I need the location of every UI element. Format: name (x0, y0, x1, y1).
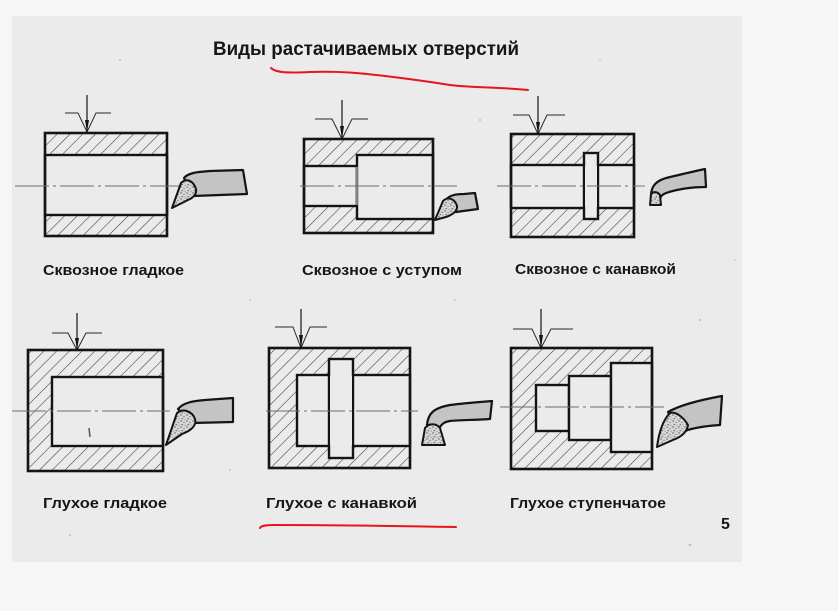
boring-tool-blind-icon (165, 396, 235, 446)
boring-tool-blind-icon (656, 394, 724, 448)
boring-tool-shoulder-icon (434, 191, 480, 221)
hatched-wall-bottom (45, 215, 167, 236)
paper-specks (69, 59, 736, 547)
figure-label: Сквозное с уступом (302, 263, 462, 279)
grooving-tool-icon (649, 167, 708, 206)
hatched-wall-top (45, 133, 167, 155)
workpiece-outline (267, 346, 412, 470)
figure-through-groove: Сквозное с канавкой (497, 96, 708, 278)
groove-bore-merge (330, 376, 352, 445)
blind-bore (50, 375, 165, 448)
figure-through-shoulder: Сквозное с уступом (300, 100, 480, 279)
figure-blind-groove: Глухое с канавкой (259, 309, 494, 529)
page-title: Виды растачиваемых отверстий (213, 39, 519, 60)
step-1-bore (534, 383, 571, 433)
bore (509, 163, 636, 210)
workpiece-outline (26, 348, 165, 473)
step-2-bore (567, 374, 613, 442)
large-bore-shoulder (355, 153, 435, 221)
workpiece-outline (509, 132, 636, 239)
scan-artifact (88, 427, 91, 438)
surface-finish-mark-icon (52, 313, 102, 352)
figure-label: Глухое с канавкой (266, 496, 417, 512)
step-3-bore (609, 361, 654, 454)
figure-label: Глухое гладкое (43, 496, 167, 512)
boring-tool-through-icon (171, 168, 249, 209)
surface-finish-mark-icon (315, 100, 368, 141)
figure-label: Сквозное гладкое (43, 263, 184, 279)
bore (43, 153, 169, 217)
figure-blind-stepped: Глухое ступенчатое (500, 309, 724, 512)
surface-finish-mark-icon (513, 309, 573, 350)
figure-through-smooth: Сквозное гладкое (15, 95, 249, 279)
title-red-underline (270, 67, 529, 91)
grooving-tool-icon (421, 399, 494, 446)
workpiece-outline (509, 346, 654, 471)
workpiece-outline (43, 131, 169, 238)
figure-label: Глухое ступенчатое (510, 496, 666, 512)
groove-bore-merge (585, 166, 597, 207)
surface-finish-mark-icon (65, 95, 111, 134)
surface-finish-mark-icon (275, 309, 327, 350)
figure-blind-smooth: Глухое гладкое (12, 313, 235, 512)
figure-label: Сквозное с канавкой (515, 262, 676, 278)
surface-finish-mark-icon (513, 96, 565, 136)
label-red-underline (259, 523, 457, 529)
page-number: 5 (721, 516, 730, 533)
